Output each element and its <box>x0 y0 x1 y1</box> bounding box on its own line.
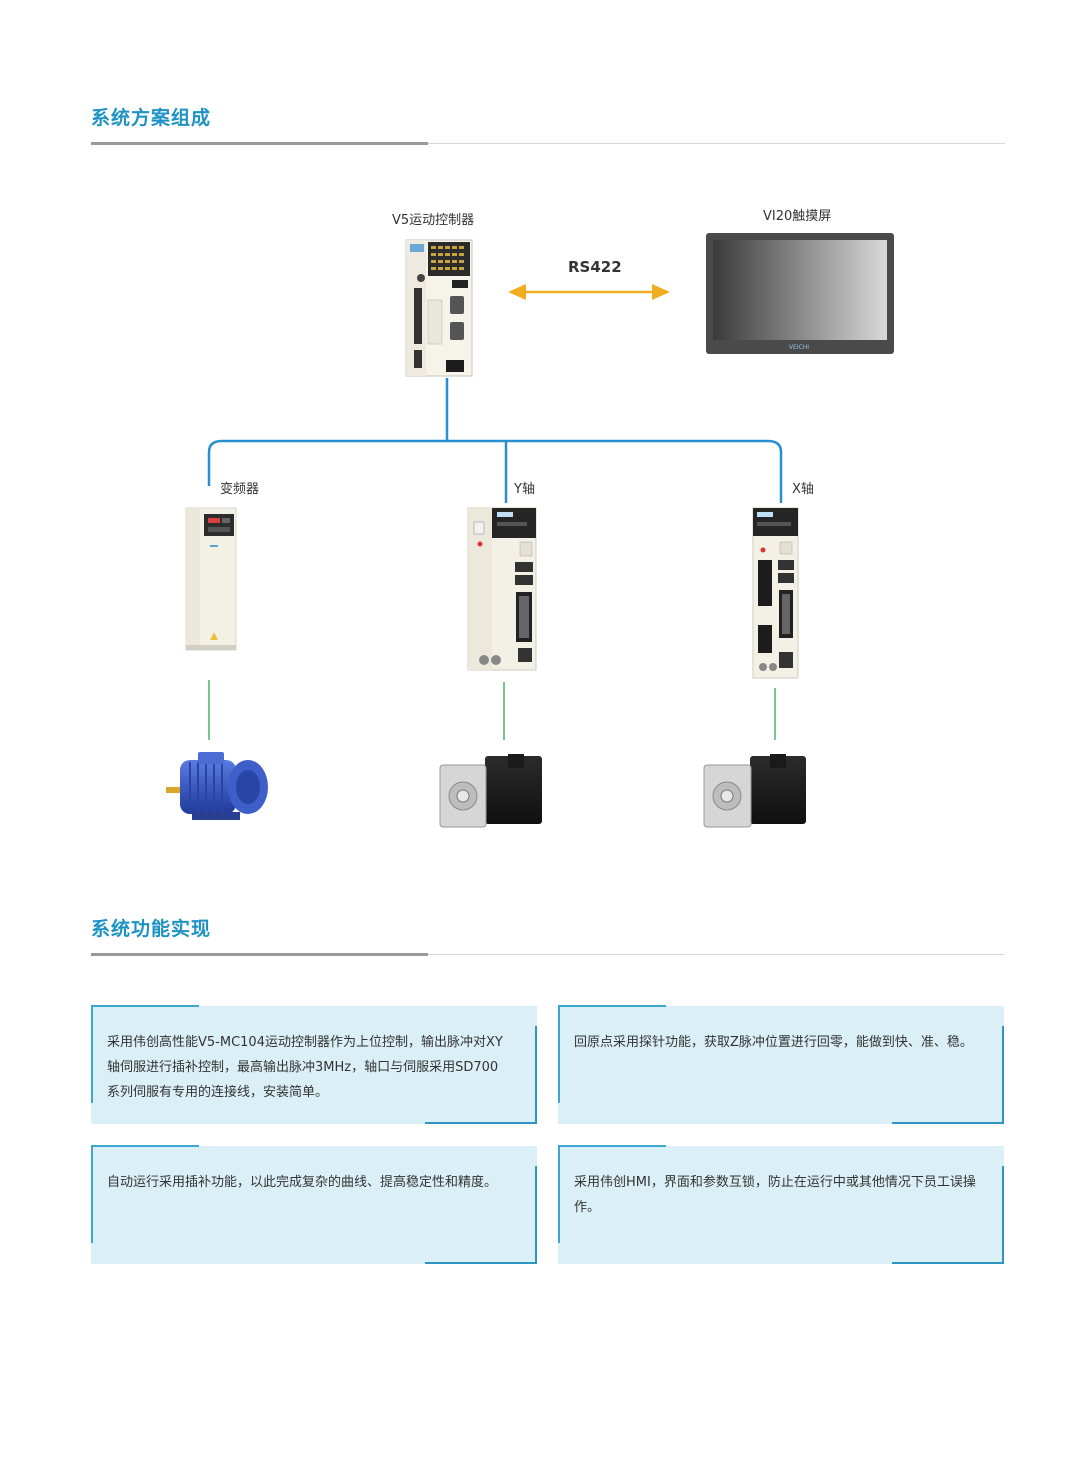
y-servo-drive <box>467 507 537 671</box>
section-rule-dark-2 <box>91 953 428 956</box>
inverter-label: 变频器 <box>220 482 260 497</box>
hmi-brand-text: VEICHI <box>789 344 809 351</box>
hmi-label: VI20触摸屏 <box>763 209 832 224</box>
system-diagram: VEICHI <box>166 233 894 828</box>
feature-text-4: 采用伟创HMI，界面和参数互锁，防止在运行中或其他情况下员工误操作。 <box>574 1175 976 1215</box>
section-title-function: 系统功能实现 <box>91 918 212 940</box>
motor-lines <box>208 680 776 740</box>
rs422-label: RS422 <box>568 258 622 276</box>
feature-text-1: 采用伟创高性能V5-MC104运动控制器作为上位控制，输出脉冲对XY轴伺服进行插… <box>107 1035 503 1100</box>
section-rule-light-2 <box>428 954 1005 955</box>
bus-lines <box>207 378 783 503</box>
bus-trunk-line <box>207 439 783 503</box>
section-title-composition: 系统方案组成 <box>91 107 212 129</box>
x-servo-drive <box>752 507 799 679</box>
inverter-device <box>185 507 237 651</box>
feature-card-1: 采用伟创高性能V5-MC104运动控制器作为上位控制，输出脉冲对XY轴伺服进行插… <box>91 1005 537 1124</box>
rs422-arrow <box>508 284 670 300</box>
section-rule-light <box>428 143 1005 144</box>
section-rule-dark <box>91 142 428 145</box>
feature-card-4: 采用伟创HMI，界面和参数互锁，防止在运行中或其他情况下员工误操作。 <box>558 1145 1004 1264</box>
induction-motor <box>166 752 268 820</box>
x-axis-label: X轴 <box>792 482 814 497</box>
feature-text-2: 回原点采用探针功能，获取Z脉冲位置进行回零，能做到快、准、稳。 <box>574 1035 973 1050</box>
x-servo-motor <box>703 754 806 828</box>
feature-card-3: 自动运行采用插补功能，以此完成复杂的曲线、提高稳定性和精度。 <box>91 1145 537 1264</box>
feature-text-3: 自动运行采用插补功能，以此完成复杂的曲线、提高稳定性和精度。 <box>107 1175 498 1190</box>
controller-device <box>405 239 473 377</box>
controller-label: V5运动控制器 <box>392 213 475 228</box>
y-servo-motor <box>439 754 542 828</box>
y-axis-label: Y轴 <box>514 482 535 497</box>
hmi-device: VEICHI <box>706 233 894 354</box>
feature-card-2: 回原点采用探针功能，获取Z脉冲位置进行回零，能做到快、准、稳。 <box>558 1005 1004 1124</box>
